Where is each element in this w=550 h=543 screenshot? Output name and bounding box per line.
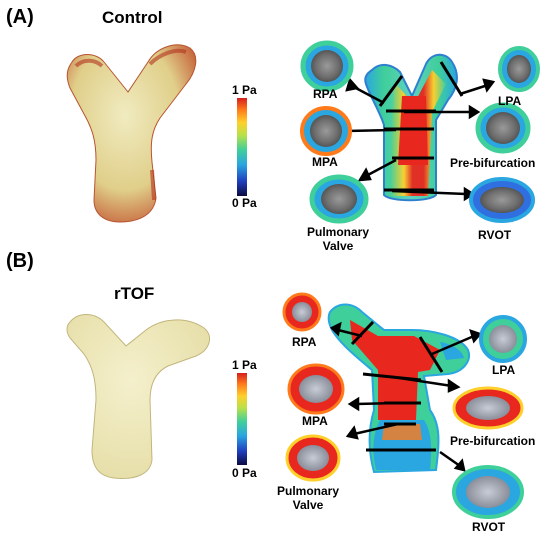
rtof-label-rpa: RPA xyxy=(292,335,317,349)
control-label-pre-bifurcation: Pre-bifurcation xyxy=(450,156,536,170)
panel-b-title: rTOF xyxy=(114,284,155,303)
control-vessel-3d xyxy=(66,44,197,223)
panel-b-letter: (B) xyxy=(6,250,34,272)
rtof-vessel-3d xyxy=(66,314,211,479)
rtof-label-lpa: LPA xyxy=(492,363,516,377)
control-label-lpa: LPA xyxy=(498,94,522,108)
control-wss-map xyxy=(364,53,458,202)
panel-a-letter: (A) xyxy=(6,6,34,28)
colorbar-b-max-label: 1 Pa xyxy=(232,358,257,372)
colorbar-b-min-label: 0 Pa xyxy=(232,466,257,480)
rtof-section-lines xyxy=(350,320,444,452)
colorbar-a xyxy=(237,98,247,196)
rtof-label-pre-bifurcation: Pre-bifurcation xyxy=(450,434,536,448)
colorbar-a-min-label: 0 Pa xyxy=(232,196,257,210)
control-label-rpa: RPA xyxy=(313,87,338,101)
colorbar-b xyxy=(237,373,247,465)
control-label-pulmonary-valve: Pulmonary Valve xyxy=(306,225,369,253)
control-label-mpa: MPA xyxy=(312,155,338,169)
rtof-label-mpa: MPA xyxy=(302,414,328,428)
panel-a-title: Control xyxy=(102,8,163,27)
control-cross-sections xyxy=(300,40,540,224)
control-arrows xyxy=(337,77,496,202)
control-vessel-edge-shading xyxy=(74,48,187,201)
rtof-label-pulmonary-valve: Pulmonary Valve xyxy=(276,484,339,512)
control-label-rvot: RVOT xyxy=(478,228,512,242)
rtof-cross-sections xyxy=(282,292,527,519)
rtof-label-rvot: RVOT xyxy=(472,520,506,534)
rtof-wss-map xyxy=(327,303,470,474)
rtof-arrows xyxy=(329,321,483,472)
colorbar-a-max-label: 1 Pa xyxy=(232,83,257,97)
